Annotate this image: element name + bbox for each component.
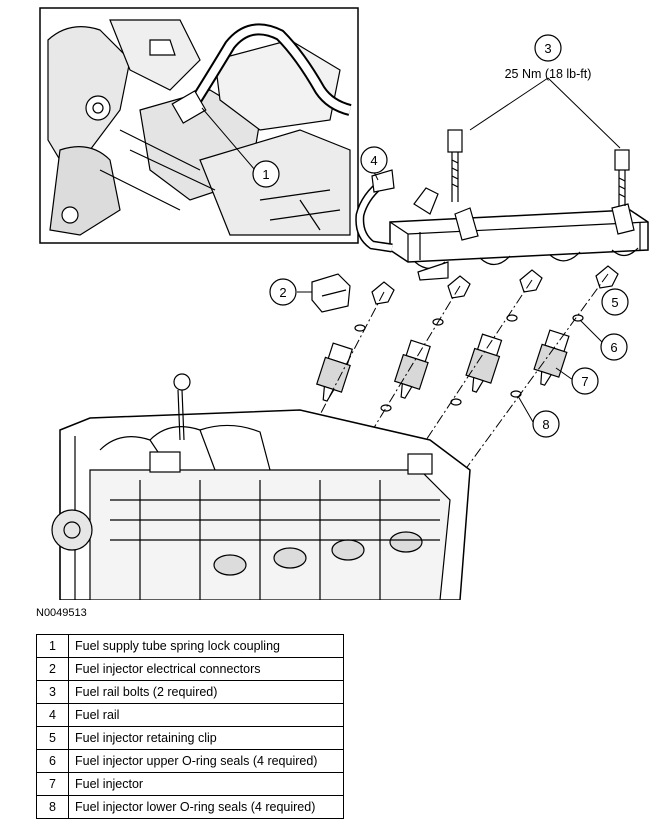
lower-o-rings xyxy=(306,390,522,422)
table-row: 6 Fuel injector upper O-ring seals (4 re… xyxy=(36,749,344,773)
callout-5: 5 xyxy=(601,288,629,316)
part-description: Fuel supply tube spring lock coupling xyxy=(68,634,344,658)
part-number: 3 xyxy=(36,680,69,704)
part-number: 4 xyxy=(36,703,69,727)
part-description: Fuel injector upper O-ring seals (4 requ… xyxy=(68,749,344,773)
table-row: 4 Fuel rail xyxy=(36,703,344,727)
fuel-injectors xyxy=(316,329,570,402)
callout-6: 6 xyxy=(600,333,628,361)
part-number: 6 xyxy=(36,749,69,773)
upper-o-rings xyxy=(354,314,584,332)
callout-3: 3 xyxy=(534,34,562,62)
part-number: 8 xyxy=(36,795,69,819)
inset-detail-view xyxy=(39,7,359,244)
part-number: 2 xyxy=(36,657,69,681)
fuel-supply-tube xyxy=(355,169,395,253)
fuel-rail-bolts xyxy=(447,77,630,206)
callout-1: 1 xyxy=(252,160,280,188)
table-row: 1 Fuel supply tube spring lock coupling xyxy=(36,634,344,658)
table-row: 3 Fuel rail bolts (2 required) xyxy=(36,680,344,704)
part-description: Fuel injector lower O-ring seals (4 requ… xyxy=(68,795,344,819)
part-number: 1 xyxy=(36,634,69,658)
table-row: 7 Fuel injector xyxy=(36,772,344,796)
part-description: Fuel rail xyxy=(68,703,344,727)
svg-text:7: 7 xyxy=(581,374,588,389)
svg-text:8: 8 xyxy=(542,417,549,432)
part-number: 5 xyxy=(36,726,69,750)
fuel-rail-exploded-diagram: 1 2 3 25 Nm (18 lb-ft) 4 5 6 7 8 xyxy=(39,7,649,600)
part-description: Fuel injector electrical connectors xyxy=(68,657,344,681)
torque-spec-label: 25 Nm (18 lb-ft) xyxy=(505,67,592,81)
callout-2: 2 xyxy=(269,278,297,306)
table-row: 5 Fuel injector retaining clip xyxy=(36,726,344,750)
injector-electrical-connector xyxy=(311,273,351,313)
svg-text:5: 5 xyxy=(611,295,618,310)
svg-text:6: 6 xyxy=(610,340,617,355)
callout-8: 8 xyxy=(532,410,560,438)
part-description: Fuel rail bolts (2 required) xyxy=(68,680,344,704)
parts-legend-table: 1 Fuel supply tube spring lock coupling … xyxy=(36,634,344,819)
retaining-clips xyxy=(371,265,619,305)
part-description: Fuel injector xyxy=(68,772,344,796)
part-description: Fuel injector retaining clip xyxy=(68,726,344,750)
table-row: 8 Fuel injector lower O-ring seals (4 re… xyxy=(36,795,344,819)
callout-4: 4 xyxy=(360,146,388,174)
part-number: 7 xyxy=(36,772,69,796)
table-row: 2 Fuel injector electrical connectors xyxy=(36,657,344,681)
callout-7: 7 xyxy=(571,367,599,395)
figure-id: N0049513 xyxy=(36,607,87,619)
svg-text:2: 2 xyxy=(279,285,286,300)
svg-text:3: 3 xyxy=(544,41,551,56)
engine-cylinder-head xyxy=(51,373,471,600)
fuel-rail xyxy=(389,187,649,281)
svg-text:4: 4 xyxy=(370,153,377,168)
svg-text:1: 1 xyxy=(262,167,269,182)
